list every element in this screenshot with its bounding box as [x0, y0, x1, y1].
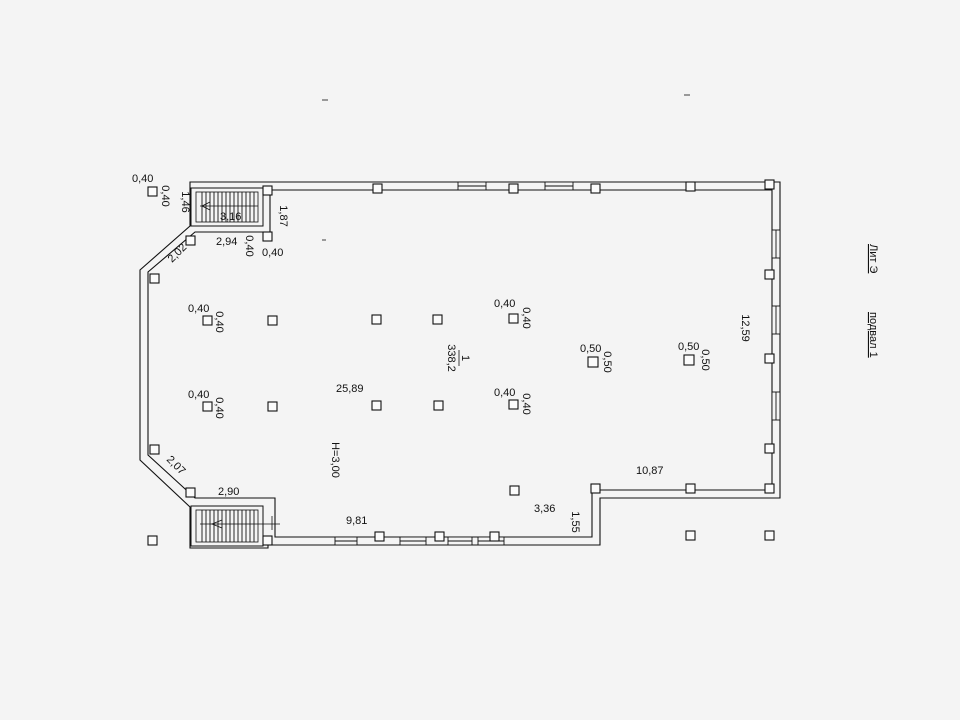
inner-wall — [147, 189, 773, 538]
stair-top — [190, 187, 264, 227]
column — [508, 399, 519, 410]
col-c3-h: 0,40 — [520, 307, 532, 328]
column — [202, 401, 213, 412]
column — [685, 483, 696, 494]
room-label: 1 338,2 — [445, 344, 471, 372]
col-c2-w: 0,40 — [188, 389, 209, 401]
column — [185, 235, 196, 246]
column — [764, 483, 775, 494]
col-c5-h: 0,50 — [601, 351, 613, 372]
column — [149, 273, 160, 284]
column — [147, 186, 158, 197]
col-c6-w: 0,50 — [678, 341, 699, 353]
col-c3-w: 0,40 — [494, 298, 515, 310]
col-c4-h: 0,40 — [520, 393, 532, 414]
column — [509, 485, 520, 496]
column — [149, 444, 160, 455]
plan-title: Лит Э подвал 1 — [867, 244, 879, 358]
title-prefix: Лит Э — [867, 244, 879, 273]
column — [764, 269, 775, 280]
column — [764, 530, 775, 541]
column — [508, 183, 519, 194]
stair-arrow-icon — [210, 519, 223, 529]
window-right-3 — [771, 391, 781, 421]
columns — [147, 179, 775, 546]
outer-wall — [139, 181, 781, 549]
window-top-2 — [544, 181, 574, 191]
column — [764, 443, 775, 454]
column — [590, 483, 601, 494]
dim-1-55: 1,55 — [569, 511, 581, 532]
col-c1-h: 0,40 — [213, 311, 225, 332]
dim-2-94: 2,94 — [216, 236, 237, 248]
column — [371, 400, 382, 411]
column — [685, 530, 696, 541]
window-bottom-2 — [399, 536, 427, 546]
column — [590, 183, 601, 194]
dim-2-07: 2,07 — [164, 454, 188, 478]
col-c4-w: 0,40 — [494, 387, 515, 399]
col-c1-w: 0,40 — [188, 303, 209, 315]
column — [508, 313, 519, 324]
dim-12-59: 12,59 — [739, 314, 751, 342]
column — [374, 531, 385, 542]
window-bottom-3 — [447, 536, 473, 546]
dim-2-90: 2,90 — [218, 486, 239, 498]
col-outside-top-w: 0,40 — [132, 173, 153, 185]
col-stair-w: 0,40 — [262, 247, 283, 259]
column — [434, 531, 445, 542]
column — [683, 354, 695, 366]
dim-stair-top-length: 3,16 — [220, 211, 241, 223]
column — [432, 314, 443, 325]
column — [433, 400, 444, 411]
column — [185, 487, 196, 498]
room-height: Н=3,00 — [329, 442, 341, 478]
column — [489, 531, 500, 542]
col-c5-w: 0,50 — [580, 343, 601, 355]
column — [372, 183, 383, 194]
dim-10-87: 10,87 — [636, 465, 664, 477]
dim-3-36: 3,36 — [534, 503, 555, 515]
window-top-1 — [457, 181, 487, 191]
dim-stair-top-side: 1,46 — [179, 191, 191, 212]
column — [764, 179, 775, 190]
window-right-1 — [771, 229, 781, 259]
column — [262, 185, 273, 196]
column — [685, 181, 696, 192]
col-c2-h: 0,40 — [213, 397, 225, 418]
room-area: 338,2 — [445, 344, 457, 372]
dim-9-81: 9,81 — [346, 515, 367, 527]
col-stair-h: 0,40 — [243, 235, 255, 256]
column — [267, 315, 278, 326]
column — [764, 353, 775, 364]
dim-25-89: 25,89 — [336, 383, 364, 395]
column — [262, 231, 273, 242]
column — [371, 314, 382, 325]
column — [147, 535, 158, 546]
stair-bottom — [190, 505, 280, 547]
stair-arrow-icon — [201, 201, 211, 211]
dim-stair-top-right: 1,87 — [277, 205, 289, 226]
room-number: 1 — [459, 355, 471, 361]
column — [262, 535, 273, 546]
col-c6-h: 0,50 — [699, 349, 711, 370]
column — [267, 401, 278, 412]
column — [202, 315, 213, 326]
column — [587, 356, 599, 368]
title-floor: подвал 1 — [867, 312, 879, 358]
window-right-2 — [771, 305, 781, 335]
window-bottom-1 — [334, 536, 358, 546]
col-outside-top-h: 0,40 — [159, 185, 171, 206]
